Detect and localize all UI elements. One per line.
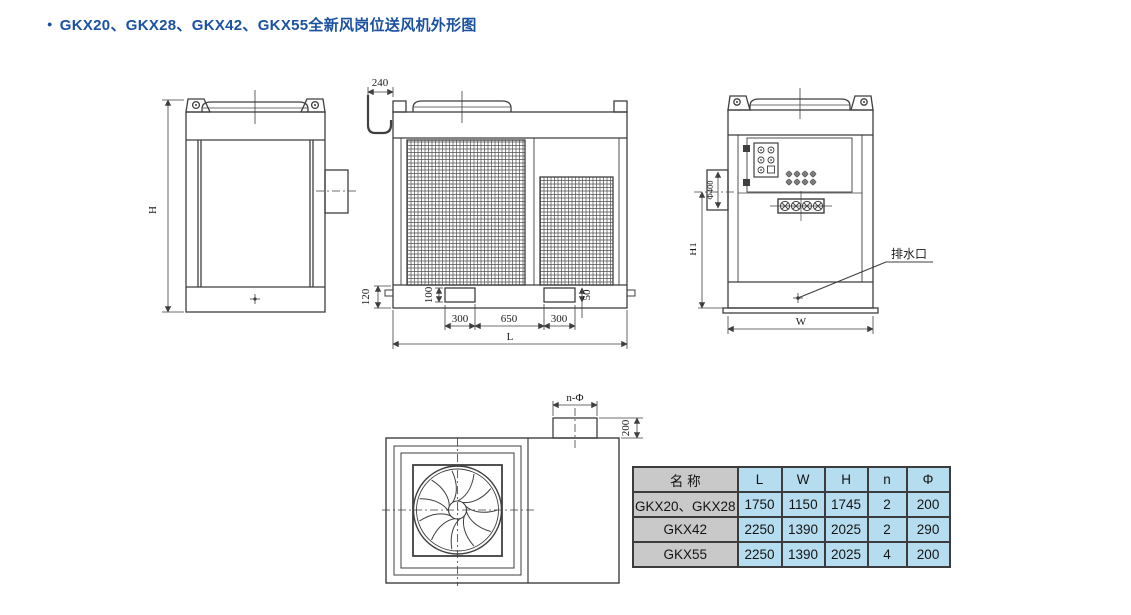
- dim-label-n-phi: n-Φ: [566, 392, 583, 404]
- front-view-drawing: H: [147, 90, 356, 313]
- bottom-view-body: [385, 417, 620, 584]
- bottom-view-dimensions: [382, 401, 643, 586]
- bottom-view-drawing: n-Φ 200: [382, 392, 643, 586]
- cell-H: 2025: [823, 541, 869, 568]
- cell-L: 2250: [736, 541, 783, 568]
- hanger-hook: [366, 95, 393, 135]
- header-L: L: [736, 466, 783, 493]
- dim-label-H1: H1: [690, 242, 699, 255]
- cell-W: 1150: [780, 491, 826, 518]
- header-H: H: [823, 466, 869, 493]
- cell-n: 2: [866, 491, 908, 518]
- row-name: GKX55: [632, 541, 739, 568]
- cell-H: 1745: [823, 491, 869, 518]
- cell-n: 2: [866, 516, 908, 543]
- cell-W: 1390: [780, 541, 826, 568]
- table-row: GKX42 2250 1390 2025 2 290: [632, 516, 951, 543]
- dim-label-H: H: [147, 206, 159, 214]
- control-panel: [738, 137, 862, 221]
- cell-H: 2025: [823, 516, 869, 543]
- side-view-drawing: 240 120 100 50 300 650 300 L: [360, 77, 636, 349]
- rear-view-dimensions: [694, 88, 933, 334]
- cell-L: 2250: [736, 516, 783, 543]
- table-row: GKX55 2250 1390 2025 4 200: [632, 541, 951, 568]
- header-phi: Φ: [905, 466, 951, 493]
- cell-phi: 290: [905, 516, 951, 543]
- dim-label-240: 240: [372, 77, 389, 89]
- cell-phi: 200: [905, 541, 951, 568]
- cell-n: 4: [866, 541, 908, 568]
- dim-label-120: 120: [360, 288, 372, 305]
- spec-table: 名 称 L W H n Φ GKX20、GKX28 1750 1150 1745…: [632, 466, 951, 568]
- table-row: GKX20、GKX28 1750 1150 1745 2 200: [632, 491, 951, 518]
- bullet-icon: ●: [47, 19, 53, 29]
- spec-table-header-row: 名 称 L W H n Φ: [632, 466, 951, 493]
- rear-view-body: [706, 95, 879, 314]
- outlet-duct: [552, 417, 598, 439]
- dim-label-300-left: 300: [452, 313, 469, 325]
- cell-L: 1750: [736, 491, 783, 518]
- drain-outlet-label: 排水口: [891, 247, 927, 261]
- page-title: ● GKX20、GKX28、GKX42、GKX55全新风岗位送风机外形图: [47, 14, 477, 35]
- front-view-centerlines: [162, 90, 356, 313]
- front-view-body: [185, 98, 349, 313]
- dim-label-100: 100: [423, 286, 435, 303]
- inlet-duct: [706, 169, 729, 211]
- side-view-body: [366, 95, 636, 309]
- cell-phi: 200: [905, 491, 951, 518]
- cell-W: 1390: [780, 516, 826, 543]
- row-name: GKX42: [632, 516, 739, 543]
- dim-label-300-right: 300: [551, 313, 568, 325]
- rear-view-drawing: Φ400 H1 排水口 W: [690, 88, 933, 334]
- grille-right: [539, 176, 614, 286]
- grille-left: [406, 139, 526, 286]
- dim-label-650: 650: [501, 313, 518, 325]
- header-W: W: [780, 466, 826, 493]
- dim-label-W: W: [796, 316, 807, 328]
- header-n: n: [866, 466, 908, 493]
- dim-label-50: 50: [581, 289, 593, 301]
- header-name: 名 称: [632, 466, 739, 493]
- dim-label-phi400: Φ400: [705, 181, 715, 200]
- dim-label-200: 200: [620, 419, 632, 436]
- dim-label-L: L: [507, 331, 514, 343]
- row-name: GKX20、GKX28: [632, 491, 739, 518]
- side-view-dimensions: [367, 87, 628, 349]
- page-title-text: GKX20、GKX28、GKX42、GKX55全新风岗位送风机外形图: [59, 17, 477, 34]
